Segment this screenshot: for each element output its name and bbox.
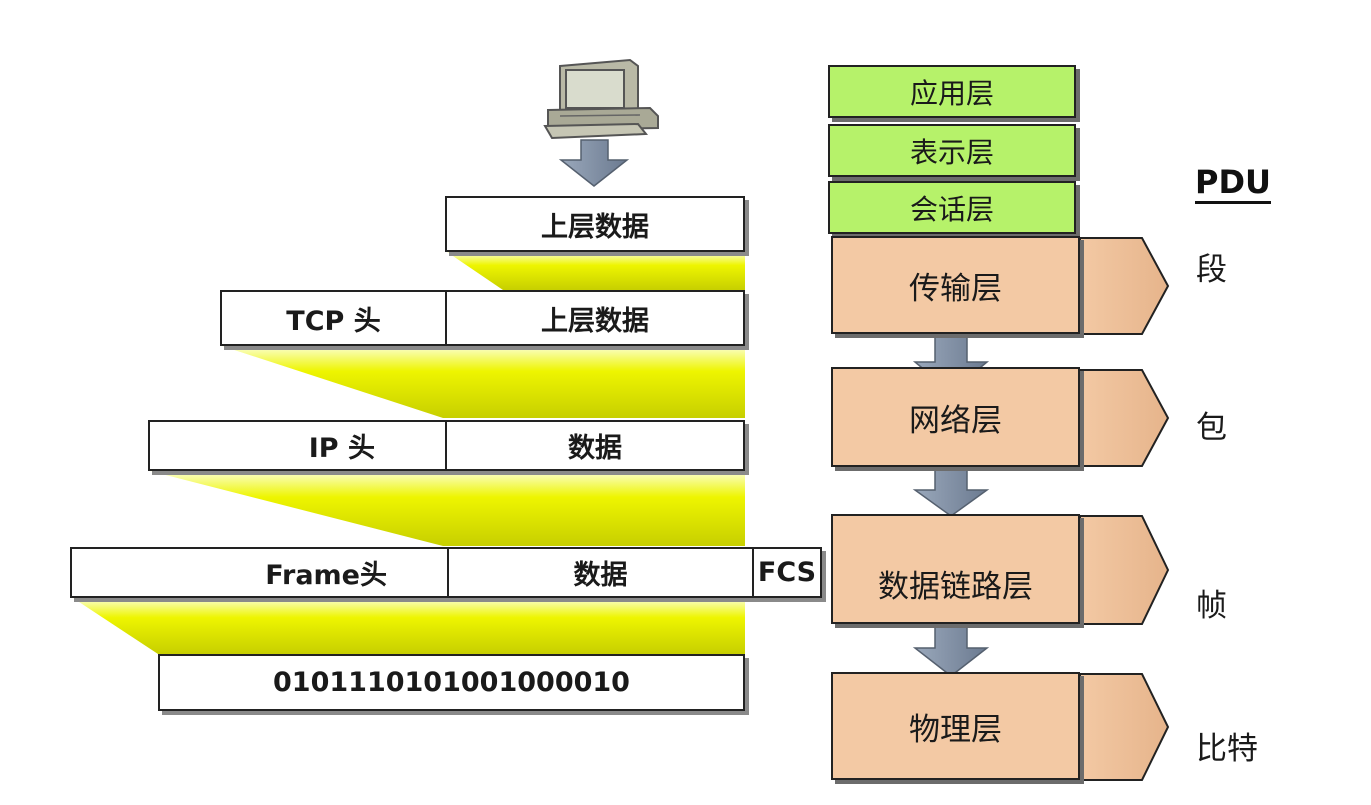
pdu-title: PDU: [1195, 163, 1271, 204]
frame-data-label: 数据: [573, 560, 628, 591]
bitstream-box: 0101110101001000010: [158, 654, 745, 711]
layer-data-link: 数据链路层: [831, 514, 1080, 624]
pdu-segment: 段: [1196, 252, 1227, 288]
layer-transport-label: 传输层: [909, 270, 1002, 307]
layer-network-label: 网络层: [909, 402, 1002, 439]
frame-header-cell: Frame头: [72, 549, 447, 596]
upper-data-box: 上层数据: [445, 196, 745, 252]
tcp-data-cell: 上层数据: [445, 292, 743, 344]
funnel-2: [222, 346, 745, 418]
down-arrow-icon: [912, 623, 990, 677]
pdu-chevron: [1079, 673, 1170, 781]
fcs-cell: FCS: [752, 549, 820, 596]
ip-header-cell: IP 头: [150, 422, 445, 469]
layer-session-label: 会话层: [909, 192, 994, 226]
fcs-label: FCS: [757, 557, 817, 588]
layer-physical: 物理层: [831, 672, 1080, 780]
layer-data-link-label: 数据链路层: [878, 569, 1033, 605]
layer-application: 应用层: [828, 65, 1076, 118]
pdu-chevron: [1079, 237, 1170, 335]
layer-application-label: 应用层: [909, 76, 994, 110]
tcp-header-label: TCP 头: [286, 305, 381, 337]
ip-header-label: IP 头: [308, 433, 375, 464]
frame-header-label: Frame头: [265, 560, 387, 591]
down-arrow-icon: [912, 465, 990, 517]
layer-transport: 传输层: [831, 236, 1080, 334]
upper-data-label: 上层数据: [541, 211, 649, 243]
pdu-chevron: [1079, 369, 1170, 467]
layer-physical-label: 物理层: [909, 711, 1002, 748]
ip-data-cell: 数据: [445, 422, 743, 469]
pdu-packet: 包: [1196, 410, 1227, 446]
tcp-segment: TCP 头 上层数据: [220, 290, 745, 346]
pdu-chevron: [1079, 515, 1170, 625]
layer-session: 会话层: [828, 181, 1076, 234]
ip-data-label: 数据: [568, 433, 622, 464]
ip-packet: IP 头 数据: [148, 420, 745, 471]
pdu-bit: 比特: [1196, 731, 1258, 767]
layer-network: 网络层: [831, 367, 1080, 467]
frame: Frame头 数据 FCS: [70, 547, 822, 598]
tcp-header-cell: TCP 头: [222, 292, 445, 344]
down-arrow-icon: [558, 139, 630, 187]
funnel-1: [447, 252, 745, 290]
tcp-data-label: 上层数据: [541, 305, 649, 337]
layer-presentation: 表示层: [828, 124, 1076, 177]
bitstream-label: 0101110101001000010: [273, 667, 630, 698]
frame-data-cell: 数据: [447, 549, 752, 596]
funnel-4: [73, 598, 745, 654]
pdu-frame: 帧: [1196, 588, 1227, 624]
layer-presentation-label: 表示层: [909, 135, 994, 169]
funnel-3: [150, 471, 745, 546]
computer-icon: [543, 58, 659, 140]
